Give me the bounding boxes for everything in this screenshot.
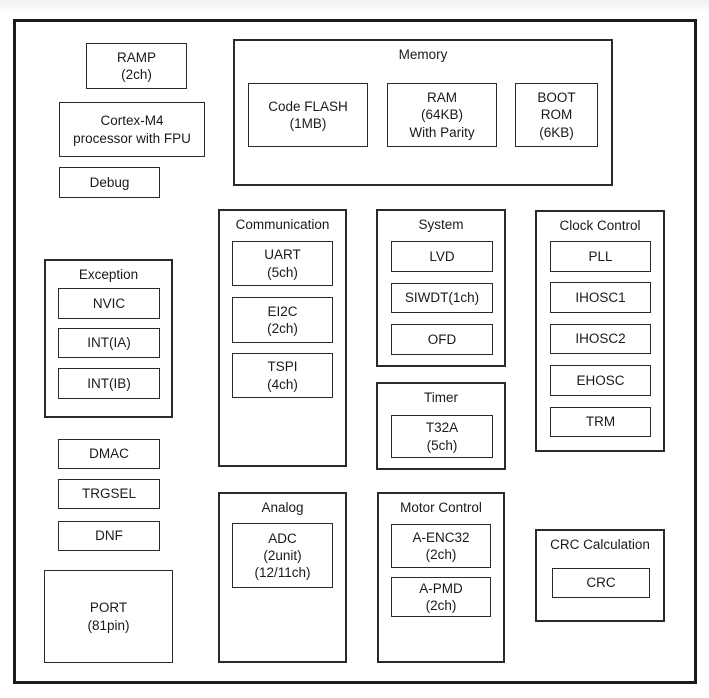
block-siwdt: SIWDT(1ch) — [391, 283, 493, 313]
block-label: With Parity — [409, 124, 475, 140]
block-label: T32A — [425, 420, 459, 436]
block-label: INT(IA) — [87, 335, 131, 351]
block-label: EI2C — [267, 303, 298, 319]
block-label: Code FLASH — [268, 98, 348, 114]
block-a-pmd: A-PMD (2ch) — [391, 577, 491, 617]
block-label: (6KB) — [539, 124, 574, 140]
block-dmac: DMAC — [58, 439, 160, 469]
block-label: RAM — [427, 90, 457, 106]
group-title-analog: Analog — [261, 500, 304, 515]
block-adc: ADC (2unit) (12/11ch) — [232, 523, 333, 588]
block-ram: RAM (64KB) With Parity — [387, 83, 497, 147]
block-label: ADC — [268, 530, 297, 546]
block-ei2c: EI2C (2ch) — [232, 297, 333, 343]
group-title-motor-control: Motor Control — [400, 500, 482, 515]
block-label: IHOSC2 — [575, 331, 626, 347]
block-uart: UART (5ch) — [232, 241, 333, 286]
block-label: CRC — [586, 575, 616, 591]
block-label: (2ch) — [121, 67, 152, 82]
block-int-ib: INT(IB) — [58, 368, 160, 399]
block-label: PLL — [588, 248, 613, 264]
group-title-crc-calculation: CRC Calculation — [550, 537, 650, 552]
block-label: processor with FPU — [73, 130, 191, 146]
block-a-enc32: A-ENC32 (2ch) — [391, 524, 491, 568]
block-boot-rom: BOOT ROM (6KB) — [515, 83, 598, 147]
block-label: RAMP — [116, 49, 156, 65]
block-cortex-m4: Cortex-M4 processor with FPU — [59, 102, 205, 157]
block-label: BOOT — [537, 90, 576, 106]
block-port: PORT (81pin) — [44, 570, 173, 663]
block-label: (1MB) — [289, 116, 327, 131]
block-label: UART — [264, 247, 301, 263]
block-label: (64KB) — [420, 107, 464, 123]
group-title-timer: Timer — [424, 390, 458, 405]
group-title-clock-control: Clock Control — [559, 218, 641, 233]
block-label: A-ENC32 — [412, 529, 470, 545]
block-label: (2ch) — [425, 598, 457, 613]
block-crc: CRC — [552, 568, 650, 598]
block-label: IHOSC1 — [575, 289, 626, 305]
block-nvic: NVIC — [58, 288, 160, 319]
block-pll: PLL — [550, 241, 651, 272]
block-t32a: T32A (5ch) — [391, 415, 493, 458]
block-label: (2ch) — [267, 321, 298, 336]
block-debug: Debug — [59, 167, 160, 198]
block-label: Debug — [89, 174, 130, 190]
block-label: DMAC — [89, 446, 129, 462]
group-title-memory: Memory — [398, 47, 448, 62]
block-ehosc: EHOSC — [550, 365, 651, 396]
block-label: DNF — [95, 528, 123, 544]
block-label: A-PMD — [419, 580, 463, 596]
block-label: NVIC — [92, 295, 126, 311]
block-trgsel: TRGSEL — [58, 479, 160, 509]
block-label: (5ch) — [426, 437, 458, 453]
group-title-system: System — [418, 217, 464, 232]
block-label: (4ch) — [267, 376, 298, 392]
block-lvd: LVD — [391, 241, 493, 272]
block-label: PORT — [89, 600, 128, 616]
block-label: TSPI — [267, 359, 298, 375]
block-label: (5ch) — [267, 264, 298, 280]
block-ofd: OFD — [391, 324, 493, 355]
block-label: (2ch) — [425, 547, 457, 562]
group-title-exception: Exception — [78, 267, 139, 282]
block-ihosc1: IHOSC1 — [550, 282, 651, 313]
block-int-ia: INT(IA) — [58, 328, 160, 358]
block-label: (81pin) — [87, 617, 130, 633]
block-label: SIWDT(1ch) — [404, 290, 480, 306]
block-tspi: TSPI (4ch) — [232, 353, 333, 398]
block-label: LVD — [429, 248, 455, 264]
block-label: (2unit) — [263, 547, 302, 563]
block-label: Cortex-M4 — [100, 113, 164, 129]
block-label: (12/11ch) — [254, 565, 311, 581]
block-ramp: RAMP (2ch) — [86, 43, 187, 89]
block-label: TRM — [585, 414, 616, 430]
block-dnf: DNF — [58, 521, 160, 551]
block-label: INT(IB) — [87, 375, 131, 391]
block-ihosc2: IHOSC2 — [550, 324, 651, 354]
block-label: TRGSEL — [81, 486, 136, 502]
block-label: EHOSC — [576, 372, 625, 388]
block-trm: TRM — [550, 407, 651, 437]
block-label: OFD — [427, 331, 457, 347]
group-title-communication: Communication — [235, 217, 330, 232]
block-code-flash: Code FLASH (1MB) — [248, 83, 368, 147]
block-label: ROM — [540, 107, 573, 123]
